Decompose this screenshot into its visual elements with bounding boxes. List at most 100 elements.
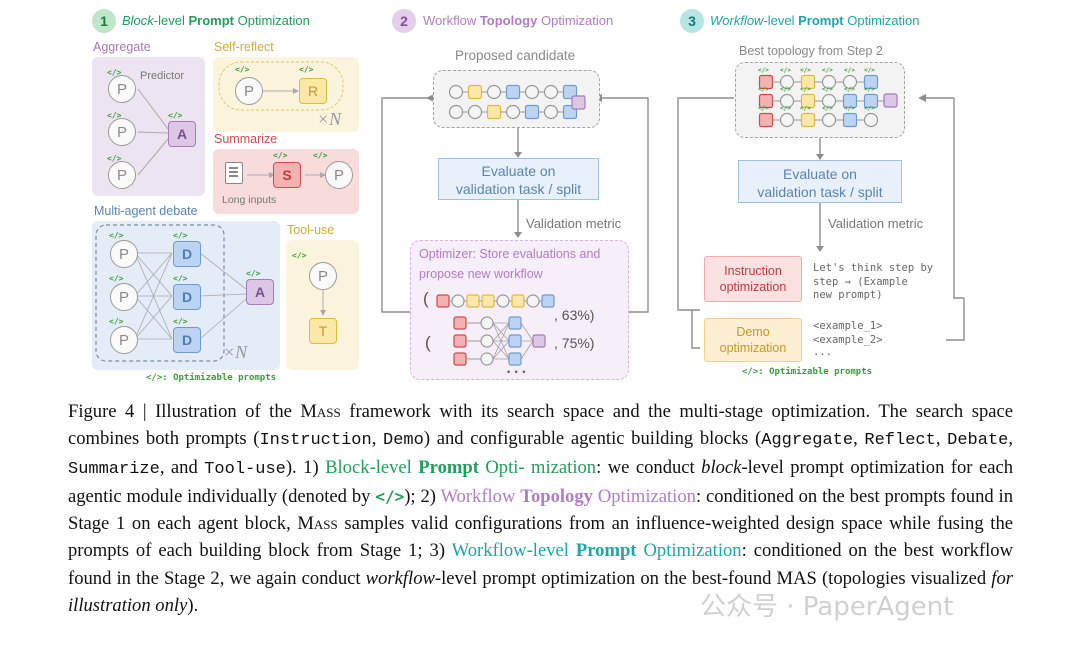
caption-text: ). (187, 594, 199, 616)
caption-stage1-ref: Opti- (478, 457, 525, 479)
long-inputs-label: Long inputs (222, 194, 277, 206)
caption-code-debate: Debate (947, 431, 1009, 451)
caption-italic: block (701, 457, 742, 479)
stage3-legend: </>: Optimizable prompts (742, 367, 873, 377)
caption-text: , (371, 428, 384, 450)
debate-node-1: D (173, 241, 201, 267)
tool-use-tag-p: </> (292, 251, 307, 260)
topology-block (842, 112, 858, 128)
topology-block (486, 104, 502, 120)
summarize-prompt-tag-s: </> (273, 151, 288, 160)
caption-stage3-bold: Prompt (575, 540, 637, 562)
debate-edges (95, 224, 247, 362)
stage3-arrows (677, 94, 965, 349)
prompt-tag-icon: </> (780, 67, 791, 74)
topology-block (436, 294, 450, 308)
aggregate-prompt-tag-a: </> (168, 111, 183, 120)
summarize-node: S (273, 162, 301, 188)
self-reflect-prompt-tag-r: </> (299, 65, 314, 74)
summarize-label: Summarize (214, 132, 278, 146)
instruction-example-3: new prompt) (813, 289, 883, 301)
self-reflect-edges (218, 61, 344, 111)
caption-text: , (1008, 428, 1014, 450)
watermark: 公众号 · PaperAgent (700, 592, 954, 622)
prompt-tag-icon: </> (844, 67, 855, 74)
caption-text: , (935, 428, 948, 450)
topology-block (508, 352, 522, 366)
topology-node (467, 104, 483, 120)
stage3-title-prefix: Workflow (710, 13, 764, 28)
debate-panel: </> P </> P </> P </> D </> D </> D </> … (92, 221, 280, 370)
topology-node (526, 294, 540, 308)
topology-node (821, 112, 837, 128)
stage3-title-bold: Prompt (798, 13, 844, 28)
prompt-tag-icon: </> (780, 105, 791, 112)
topology-edge (492, 322, 510, 360)
caption-italic: workflow (365, 567, 435, 589)
topology-block (453, 352, 467, 366)
debate-predictor-node-1: P (110, 240, 138, 268)
topology-node (863, 112, 879, 128)
history-graph-1 (436, 294, 555, 308)
history-score-2: , 75%) (554, 335, 595, 351)
stage1-legend: </>: Optimizable prompts (146, 373, 277, 383)
document-icon (225, 162, 243, 184)
topology-block (466, 294, 480, 308)
prompt-tag-icon: </> (758, 105, 769, 112)
stage1-title-mid: -level (153, 13, 189, 28)
debate-predictor-node-2: P (110, 283, 138, 311)
topology-node (486, 84, 502, 100)
instruction-line1: Instruction (724, 264, 782, 278)
caption-stage1-ref: Block-level (325, 457, 419, 479)
caption-text: , (853, 428, 865, 450)
debate-node-2: D (173, 284, 201, 310)
topology-block (453, 316, 467, 330)
debate-tag-p2: </> (109, 274, 124, 283)
caption-text: ) and configurable agentic building (423, 428, 694, 450)
caption-text: : conditioned on the best prompts found … (68, 486, 1013, 535)
self-reflect-label: Self-reflect (214, 40, 274, 54)
caption-text: ); 2) (404, 486, 441, 508)
caption-code-tooluse: Tool-use (204, 460, 286, 480)
debate-label: Multi-agent debate (94, 204, 198, 218)
proposed-candidate-label: Proposed candidate (455, 48, 576, 63)
topology-node (543, 104, 559, 120)
stage3-evaluate-line1: Evaluate on (783, 166, 857, 182)
topology-block (511, 294, 525, 308)
stage2-title-prefix: Workflow (423, 13, 480, 28)
topology-block (467, 84, 483, 100)
prompt-tag-icon: </> (822, 86, 833, 93)
caption-text: -level prompt optimization for each agen… (68, 457, 1013, 508)
debate-times-n: ×N (223, 342, 248, 362)
debate-tag-d1: </> (173, 231, 188, 240)
caption-stage1-ref: mization (531, 457, 597, 479)
prompt-tag-icon: </> (844, 105, 855, 112)
figure-caption: Figure 4 | Illustration of the Mass fram… (68, 398, 1013, 619)
aggregate-label: Aggregate (93, 40, 151, 54)
topology-block (883, 93, 898, 108)
stage2-metric-label: Validation metric (526, 216, 622, 231)
topology-block (453, 334, 467, 348)
predictor-label: Predictor (140, 70, 185, 82)
summarize-prompt-tag-p: </> (313, 151, 328, 160)
predictor-node-1: P (108, 75, 136, 103)
stage3-number-badge: 3 (680, 9, 704, 33)
aggregate-prompt-tag-1: </> (107, 68, 122, 77)
optimizer-label: Optimizer: (419, 247, 476, 261)
optimizer-text-1: Optimizer: Store evaluations and (419, 247, 600, 261)
tool-use-predictor-node: P (309, 262, 337, 290)
aggregate-prompt-tag-3: </> (107, 154, 122, 163)
debate-tag-d3: </> (173, 317, 188, 326)
tool-use-edges (320, 290, 326, 316)
topology-block (505, 84, 521, 100)
caption-text: Figure 4 | Illustration of the (68, 401, 301, 422)
reflect-node: R (299, 78, 327, 104)
topology-node (496, 294, 510, 308)
stage3-evaluate-box: Evaluate on validation task / split (738, 160, 902, 203)
caption-code-reflect: Reflect (864, 431, 936, 451)
topology-block (524, 104, 540, 120)
self-reflect-predictor-node: P (235, 77, 263, 105)
prompt-tag-icon: </> (822, 105, 833, 112)
caption-text: by (351, 486, 376, 508)
topology-node (505, 104, 521, 120)
